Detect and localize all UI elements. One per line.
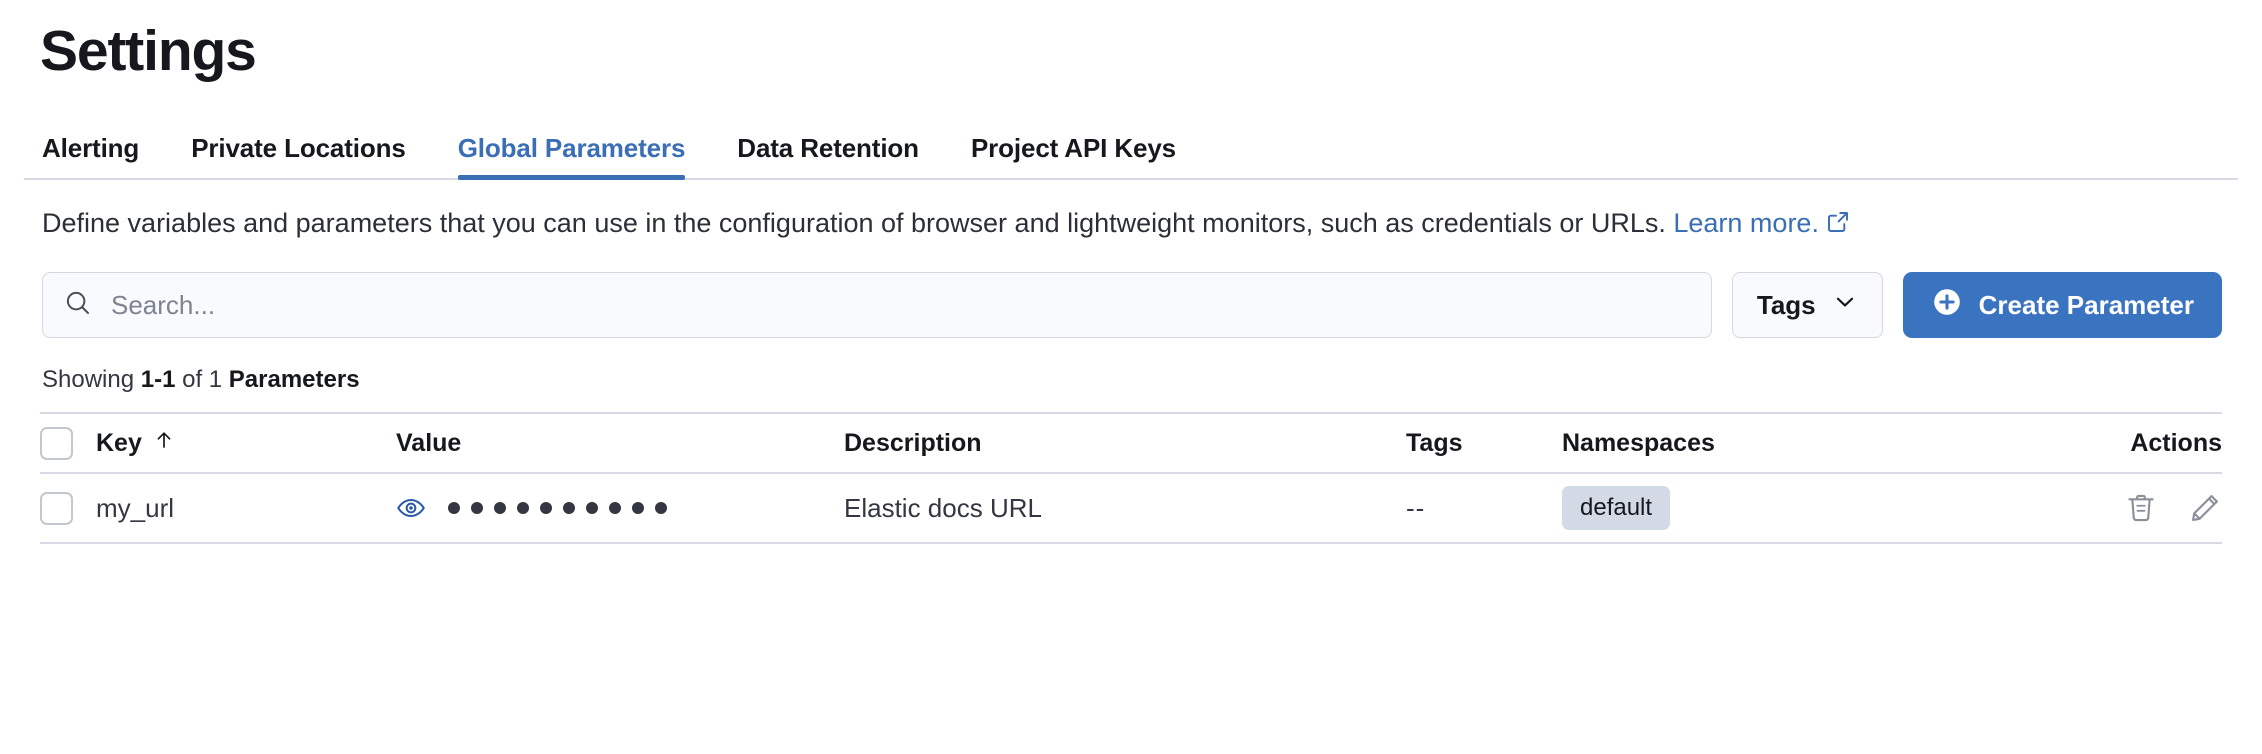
cell-tags: -- [1406,492,1426,523]
external-link-icon [1826,208,1850,243]
column-header-key-label: Key [96,428,142,457]
tags-filter-label: Tags [1756,289,1816,320]
showing-prefix: Showing [42,366,141,394]
plus-circle-icon [1931,286,1963,325]
tab-project-api-keys[interactable]: Project API Keys [970,132,1176,163]
column-header-description[interactable]: Description [844,428,982,457]
showing-entity: Parameters [228,366,360,394]
select-all-checkbox[interactable] [40,426,73,460]
masked-dot [563,502,575,515]
table-row: my_url Elastic docs URL -- default [40,472,2222,545]
pencil-icon[interactable] [2188,491,2222,525]
cell-value [396,493,844,523]
namespace-badge: default [1562,486,1671,531]
masked-dot [655,502,667,515]
learn-more-link[interactable]: Learn more. [1673,207,1819,238]
row-select-cell [40,491,96,525]
parameters-table: Key Value Description Tags Namespaces Ac… [24,412,2238,545]
controls-row: Tags Create Parameter [24,272,2238,339]
create-parameter-button[interactable]: Create Parameter [1902,272,2222,339]
tab-private-locations[interactable]: Private Locations [191,132,406,163]
cell-description: Elastic docs URL [844,492,1042,523]
create-parameter-label: Create Parameter [1978,289,2194,320]
page-title: Settings [40,19,257,83]
search-box[interactable] [42,272,1712,339]
showing-count: Showing 1-1 of 1 Parameters [24,366,2238,394]
masked-dot [540,502,552,515]
masked-dot [609,502,621,515]
settings-tabs: Alerting Private Locations Global Parame… [24,122,2238,180]
column-header-actions: Actions [2130,428,2222,457]
masked-dot [517,502,529,515]
column-header-key[interactable]: Key [96,428,396,459]
column-header-tags[interactable]: Tags [1406,428,1463,457]
masked-dot [494,502,506,515]
tab-data-retention[interactable]: Data Retention [737,132,919,163]
masked-dot [448,502,460,515]
select-all-cell [40,426,96,460]
showing-middle: of 1 [175,366,229,394]
masked-dot [632,502,644,515]
trash-icon[interactable] [2124,491,2158,525]
search-icon [63,288,93,323]
row-select-checkbox[interactable] [40,491,73,525]
eye-icon[interactable] [396,493,426,523]
column-header-namespaces[interactable]: Namespaces [1562,428,1715,457]
masked-value-dots [448,502,667,515]
table-header-row: Key Value Description Tags Namespaces Ac… [40,412,2222,472]
column-header-value[interactable]: Value [396,428,462,457]
search-input[interactable] [111,289,1691,321]
tab-global-parameters[interactable]: Global Parameters [457,133,685,180]
masked-dot [471,502,483,515]
description-text: Define variables and parameters that you… [42,207,1674,238]
page-description: Define variables and parameters that you… [24,206,2214,243]
showing-range: 1-1 [140,366,176,394]
tags-filter-button[interactable]: Tags [1731,272,1883,339]
cell-key: my_url [96,492,175,523]
tab-alerting[interactable]: Alerting [42,132,140,163]
masked-dot [586,502,598,515]
chevron-down-icon [1832,289,1858,322]
arrow-up-icon [152,428,176,459]
